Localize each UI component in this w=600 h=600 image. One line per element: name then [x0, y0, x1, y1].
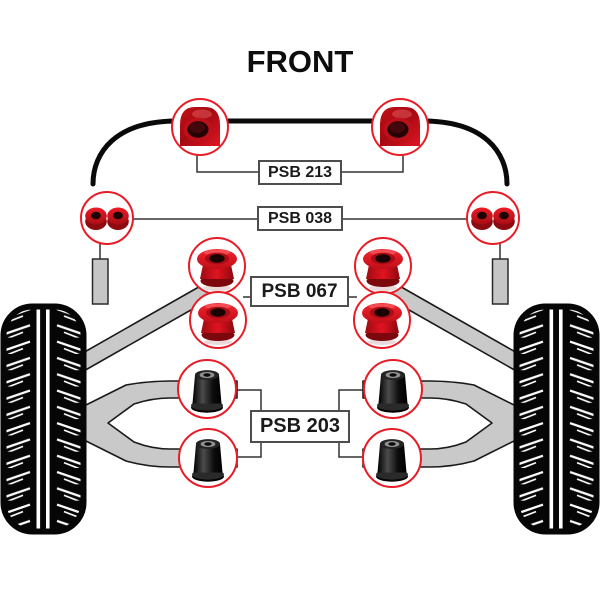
drop-link-right	[491, 258, 509, 305]
part-label-psb067[interactable]: PSB 067	[250, 276, 349, 307]
part-label-psb203[interactable]: PSB 203	[250, 410, 350, 443]
tire-left-icon	[2, 305, 85, 533]
sway-bar-saddle-bushing-icon	[178, 105, 422, 148]
part-label-psb038[interactable]: PSB 038	[257, 206, 343, 231]
diagram-title: FRONT	[246, 44, 354, 79]
callout-connector-lines	[99, 155, 501, 458]
part-label-psb213[interactable]: PSB 213	[258, 160, 342, 185]
tire-right-icon	[515, 305, 598, 533]
drop-link-left	[91, 258, 109, 305]
anti-roll-bar	[90, 118, 510, 187]
